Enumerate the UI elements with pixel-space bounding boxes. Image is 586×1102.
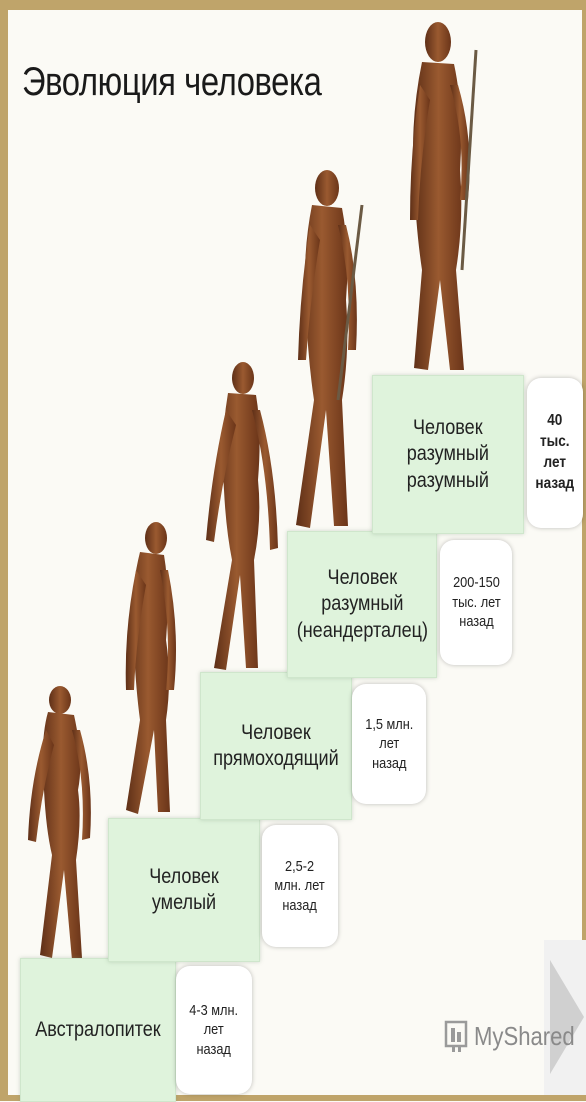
step-homo-erectus: Человек прямоходящий xyxy=(200,672,352,820)
step-label: Человек разумный разумный xyxy=(407,415,489,494)
step-label: Человек разумный (неандерталец) xyxy=(296,565,427,644)
period-homo-erectus: 1,5 млн. лет назад xyxy=(352,684,426,804)
step-label: Австралопитек xyxy=(35,1017,161,1043)
period-label: 2,5-2 млн. лет назад xyxy=(275,857,325,916)
period-label: 40 тыс. лет назад xyxy=(536,411,575,494)
period-australopithecus: 4-3 млн. лет назад xyxy=(176,966,252,1094)
step-homo-sapiens: Человек разумный разумный xyxy=(372,375,524,534)
step-australopithecus: Австралопитек xyxy=(20,958,176,1102)
homo-habilis-figure xyxy=(126,522,176,814)
period-homo-sapiens: 40 тыс. лет назад xyxy=(527,378,583,528)
australopithecus-figure xyxy=(28,686,91,960)
watermark-logo: MyShared xyxy=(444,1018,586,1054)
neanderthal-figure xyxy=(296,170,357,528)
period-neanderthal: 200-150 тыс. лет назад xyxy=(440,540,512,665)
step-label: Человек прямоходящий xyxy=(213,720,338,773)
period-label: 1,5 млн. лет назад xyxy=(365,715,413,774)
period-label: 4-3 млн. лет назад xyxy=(190,1001,239,1060)
step-label: Человек умелый xyxy=(120,864,249,917)
step-homo-habilis: Человек умелый xyxy=(108,818,260,962)
period-label: 200-150 тыс. лет назад xyxy=(452,573,500,632)
step-neanderthal: Человек разумный (неандерталец) xyxy=(287,531,437,678)
watermark-text: MyShared xyxy=(474,1021,575,1052)
myshared-logo-icon xyxy=(444,1018,470,1054)
homo-sapiens-figure xyxy=(410,22,470,370)
period-homo-habilis: 2,5-2 млн. лет назад xyxy=(262,825,338,947)
homo-erectus-figure xyxy=(206,362,278,670)
